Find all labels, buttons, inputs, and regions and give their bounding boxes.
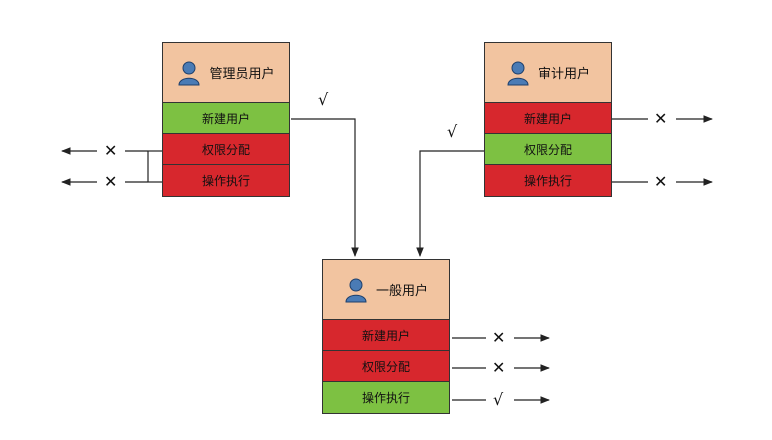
check-mark-audit-to-general: √ [447, 122, 458, 141]
role-header-general: 一般用户 [323, 260, 449, 320]
permission-audit-execute: 操作执行 [485, 165, 611, 196]
cross-mark-general-perm2: ✕ [492, 358, 506, 377]
check-mark-admin-to-general: √ [318, 90, 329, 109]
permission-audit-new-user: 新建用户 [485, 103, 611, 134]
permission-general-assign: 权限分配 [323, 351, 449, 382]
role-box-admin: 管理员用户 新建用户 权限分配 操作执行 [162, 42, 290, 197]
connector-admin-to-general [291, 118, 359, 257]
permission-admin-new-user: 新建用户 [163, 103, 289, 134]
cross-mark-audit-perm3: ✕ [654, 172, 668, 191]
cross-mark-admin-perm3: ✕ [104, 172, 118, 191]
user-icon [178, 61, 200, 85]
permission-general-new-user: 新建用户 [323, 320, 449, 351]
permission-audit-assign: 权限分配 [485, 134, 611, 165]
user-icon [507, 61, 529, 85]
cross-mark-general-perm1: ✕ [492, 328, 506, 347]
permission-admin-assign: 权限分配 [163, 134, 289, 165]
role-box-general: 一般用户 新建用户 权限分配 操作执行 [322, 259, 450, 414]
role-name-general: 一般用户 [375, 284, 428, 299]
permission-admin-execute: 操作执行 [163, 165, 289, 196]
check-mark-general-perm3: √ [493, 390, 504, 409]
role-box-audit: 审计用户 新建用户 权限分配 操作执行 [484, 42, 612, 197]
cross-mark-admin-perm2: ✕ [104, 141, 118, 160]
role-name-admin: 管理员用户 [209, 67, 275, 82]
user-icon [345, 278, 367, 302]
cross-mark-audit-perm1: ✕ [654, 109, 668, 128]
role-header-admin: 管理员用户 [163, 43, 289, 103]
role-name-audit: 审计用户 [537, 67, 590, 82]
connector-audit-to-general [416, 150, 484, 257]
role-header-audit: 审计用户 [485, 43, 611, 103]
permission-general-execute: 操作执行 [323, 382, 449, 413]
